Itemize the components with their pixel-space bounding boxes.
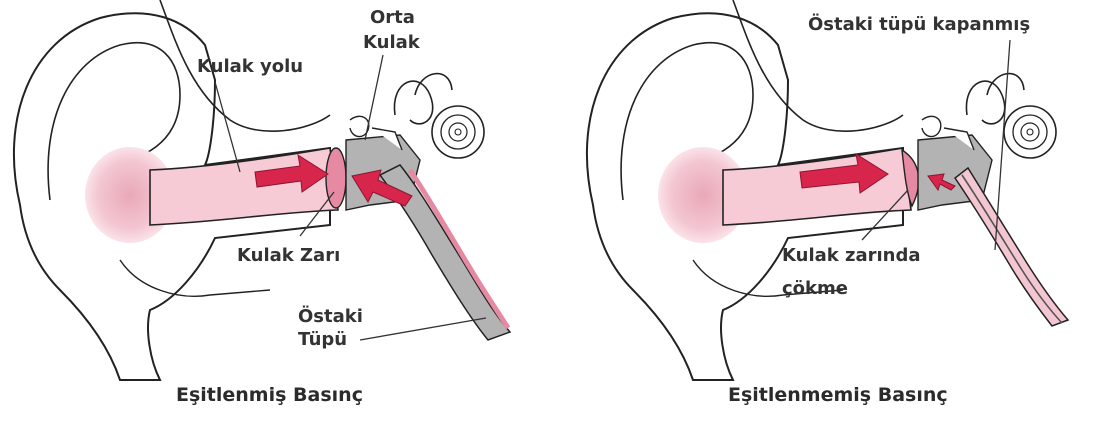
pointer-eustachian-tube [360, 318, 486, 340]
label-eardrum-collapse-line2: çökme [782, 278, 848, 299]
label-tube-closed: Östaki tüpü kapanmış [808, 13, 1030, 35]
label-ear-canal: Kulak yolu [197, 56, 303, 77]
pointer-middle-ear [365, 55, 383, 140]
equalized-pressure-panel: Kulak yolu Orta Kulak Kulak Zarı Östaki … [14, 0, 510, 406]
label-eardrum: Kulak Zarı [237, 245, 340, 266]
unequalized-pressure-panel: Östaki tüpü kapanmış Kulak zarında çökme… [587, 0, 1068, 406]
label-eustachian-tube-line1: Östaki [298, 305, 363, 327]
caption-unequalized-pressure: Eşitlenmemiş Basınç [728, 384, 948, 406]
label-eardrum-collapse-line1: Kulak zarında [782, 245, 921, 266]
caption-equalized-pressure: Eşitlenmiş Basınç [176, 384, 363, 406]
eustachian-tube-closed [955, 168, 1068, 326]
label-eustachian-tube-line2: Tüpü [298, 329, 347, 350]
cochlea [1004, 106, 1056, 158]
label-middle-ear-line2: Kulak [363, 32, 421, 53]
cochlea [432, 106, 484, 158]
label-middle-ear-line1: Orta [370, 7, 415, 28]
pointer-ear-canal [215, 82, 240, 172]
eustachian-tube-lining [410, 170, 508, 328]
